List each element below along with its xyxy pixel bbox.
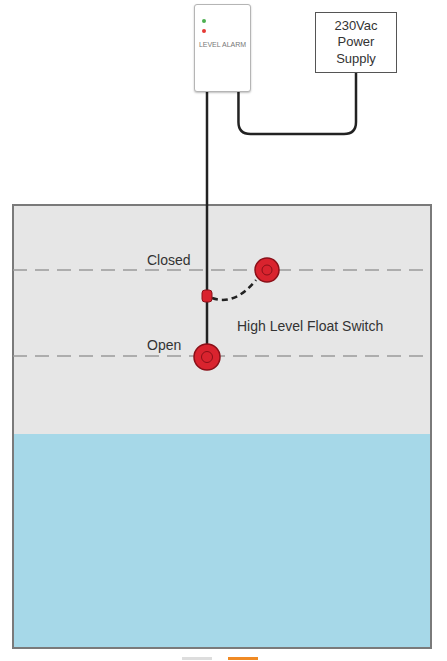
float-open-detail [202,352,213,363]
float-open [194,344,220,370]
float-swing-path [212,280,256,300]
open-level-line [13,355,431,357]
tank-outline [13,205,431,648]
page-marker [182,657,212,660]
level-alarm-unit: LEVEL ALARM [194,4,251,92]
closed-level-label: Closed [147,252,191,268]
cable-clamp [202,290,212,302]
float-switch-label: High Level Float Switch [237,318,383,334]
open-level-label: Open [147,337,181,353]
power-cable [238,73,356,134]
page-marker-active [228,657,258,660]
indicator-led [202,29,206,33]
power-supply-box: 230Vac Power Supply [315,12,397,73]
float-closed [255,258,279,282]
float-cable [206,92,209,345]
closed-level-line [13,269,431,271]
indicator-led [202,19,206,23]
node-text: 230Vac Power Supply [316,16,396,69]
float-closed-detail [262,265,272,275]
tank-air [13,205,431,434]
node-text: LEVEL ALARM [196,39,249,52]
tank-water [13,434,431,648]
